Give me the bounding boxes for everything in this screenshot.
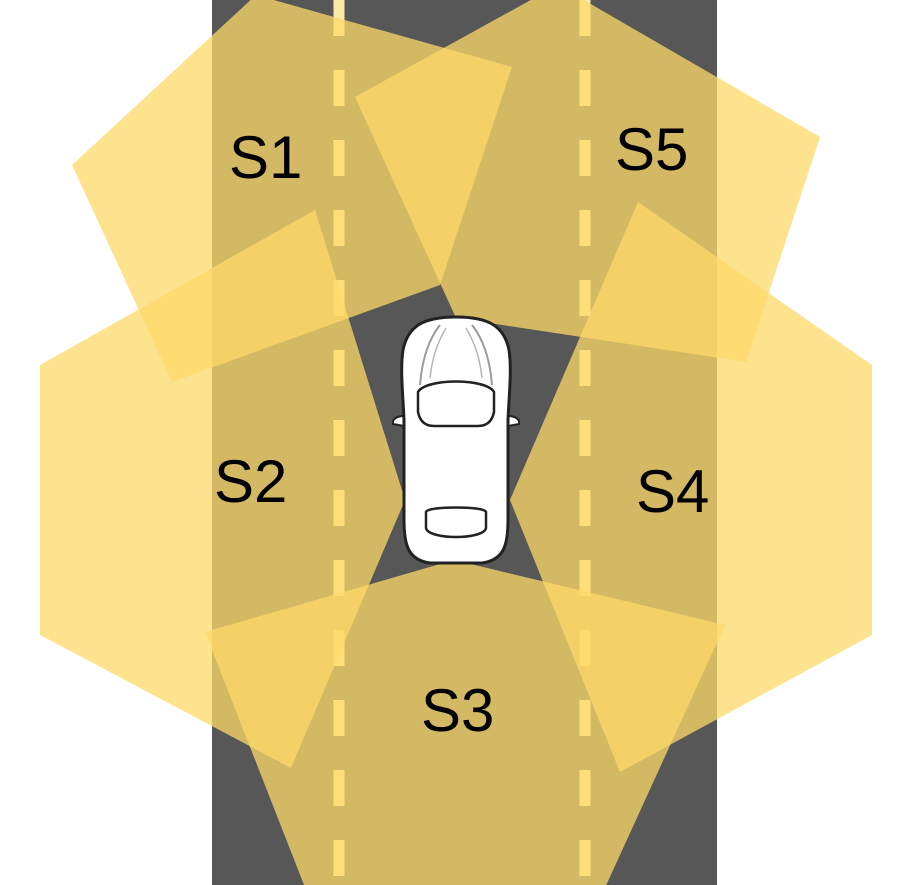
sensor-label-s4: S4	[636, 458, 709, 525]
vehicle-right-mirror	[507, 414, 521, 428]
vehicle-hood-line-inner-left	[429, 327, 447, 379]
vehicle-hood-line-inner-right	[465, 327, 483, 379]
vehicle-windshield	[416, 380, 496, 428]
sensor-s3-coverage	[205, 560, 725, 885]
vehicle	[391, 315, 521, 565]
vehicle-body	[400, 315, 512, 565]
sensor-label-s3: S3	[421, 677, 494, 744]
vehicle-rear-window	[424, 506, 488, 539]
vehicle-hood-line-left	[419, 324, 441, 386]
sensor-label-s5: S5	[615, 116, 688, 183]
vehicle-left-mirror	[391, 414, 405, 428]
sensor-label-s1: S1	[229, 124, 302, 191]
sensor-label-s2: S2	[214, 448, 287, 515]
sensor-labels: S1 S5 S2 S4 S3	[214, 116, 709, 744]
sensor-coverage-areas	[40, 0, 872, 885]
vehicle-hood-line-right	[471, 324, 493, 386]
